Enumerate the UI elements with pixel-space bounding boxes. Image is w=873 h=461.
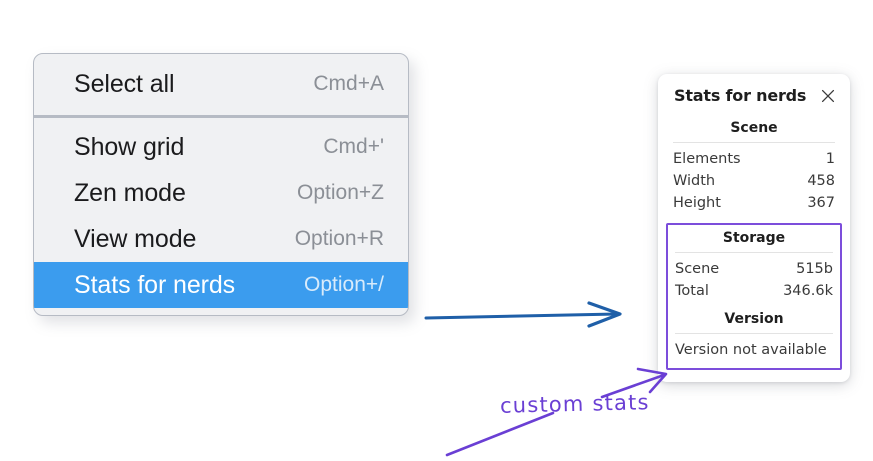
stat-key: Width <box>673 173 716 189</box>
menu-item-shortcut: Option+R <box>294 227 384 250</box>
stat-value: 458 <box>807 173 835 189</box>
stat-value: 515b <box>796 261 833 277</box>
menu-item-shortcut: Cmd+' <box>323 135 384 158</box>
menu-item-select-all[interactable]: Select all Cmd+A <box>34 61 408 107</box>
stat-key: Total <box>675 283 709 299</box>
blue-arrow-annotation <box>424 301 622 328</box>
menu-item-label: Select all <box>74 69 175 98</box>
close-icon[interactable] <box>820 88 836 104</box>
stats-group-scene: Scene Elements 1 Width 458 Height 367 <box>658 119 850 214</box>
menu-item-shortcut: Option+/ <box>304 273 384 296</box>
menu-item-view-mode[interactable]: View mode Option+R <box>34 216 408 262</box>
menu-section-selection: Select all Cmd+A <box>34 54 408 118</box>
stat-key: Scene <box>675 261 720 277</box>
menu-item-label: Show grid <box>74 132 185 161</box>
divider <box>675 333 833 334</box>
menu-item-show-grid[interactable]: Show grid Cmd+' <box>34 124 408 170</box>
handwritten-note-custom-stats: custom stats <box>499 390 650 418</box>
stat-row-elements: Elements 1 <box>672 148 836 170</box>
stats-group-title-version: Version <box>724 311 784 327</box>
menu-item-label: View mode <box>74 224 197 253</box>
purple-stroke-annotation <box>445 411 555 457</box>
menu-section-view: Show grid Cmd+' Zen mode Option+Z View m… <box>34 118 408 315</box>
stat-row-version-text: Version not available <box>675 342 827 358</box>
stat-row-width: Width 458 <box>672 170 836 192</box>
stat-row-height: Height 367 <box>672 192 836 214</box>
menu-item-stats-for-nerds[interactable]: Stats for nerds Option+/ <box>34 262 408 308</box>
divider <box>673 142 835 143</box>
stat-value: 367 <box>807 195 835 211</box>
stats-group-version: Version Version not available <box>674 302 834 361</box>
stats-panel-title: Stats for nerds <box>674 86 807 105</box>
stat-value: 1 <box>825 151 835 167</box>
stats-group-storage: Storage Scene 515b Total 346.6k <box>674 225 834 302</box>
canvas-context-menu[interactable]: Select all Cmd+A Show grid Cmd+' Zen mod… <box>33 53 409 316</box>
menu-item-label: Zen mode <box>74 178 186 207</box>
stats-group-title-storage: Storage <box>722 230 786 246</box>
menu-item-shortcut: Option+Z <box>297 181 384 204</box>
custom-stats-highlight-box: Storage Scene 515b Total 346.6k Version … <box>666 223 842 370</box>
stat-key: Height <box>673 195 721 211</box>
stat-row-storage-total: Total 346.6k <box>674 280 834 302</box>
menu-item-zen-mode[interactable]: Zen mode Option+Z <box>34 170 408 216</box>
menu-item-shortcut: Cmd+A <box>313 72 384 95</box>
stat-value: 346.6k <box>783 283 833 299</box>
stat-row-storage-scene: Scene 515b <box>674 258 834 280</box>
stat-key: Elements <box>673 151 741 167</box>
menu-item-label: Stats for nerds <box>74 270 236 299</box>
divider <box>675 252 833 253</box>
stats-for-nerds-panel: Stats for nerds Scene Elements 1 Width 4… <box>658 74 850 382</box>
stats-panel-header: Stats for nerds <box>658 86 850 105</box>
stats-group-title-scene: Scene <box>730 120 778 136</box>
